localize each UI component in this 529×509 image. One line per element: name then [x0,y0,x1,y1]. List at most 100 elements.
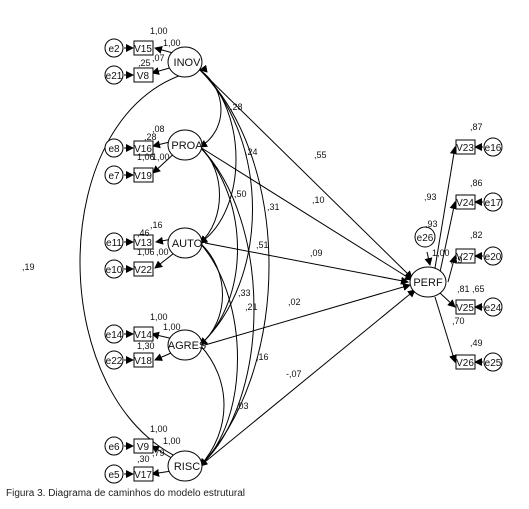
label-e16: e16 [485,143,502,154]
label-v23: V23 [456,143,474,154]
label-e5: e5 [108,470,120,481]
label-e25: e25 [485,358,502,369]
latent-auto [167,227,203,259]
corr-proa-risc [192,139,255,467]
label-e24: e24 [485,303,502,314]
label-e11: e11 [106,238,122,249]
est-inov-2: 1,00 [163,38,181,48]
label-e10: e10 [106,265,123,276]
label-e7: e7 [108,171,120,182]
error-e17 [483,192,503,212]
est-auto-4: ,00 [156,247,169,257]
est-perf-line: ,70 [452,316,465,326]
corr-auto-risc [192,235,238,467]
indicator-v23 [455,139,476,155]
est-auto-3: 1,06 [137,247,155,257]
error-e20 [483,246,503,266]
label-v27: V27 [456,252,474,263]
path-label-agres: ,02 [288,297,301,307]
error-e25 [483,352,503,372]
label-agres: AGRES [168,340,207,352]
est-perf-v23: ,87 [470,122,483,132]
indicator-v24 [455,194,476,210]
est-perf-v24: ,86 [470,178,483,188]
label-e20: e20 [485,252,502,263]
path-inov-perf [199,69,413,279]
error-e14 [104,324,124,344]
indicator-v16 [133,140,154,156]
label-e14: e14 [106,330,123,341]
est-inov-4: ,25 [138,58,151,68]
corr-proa-auto [192,139,220,244]
path-auto-perf [204,242,409,285]
label-proa: PROA [171,140,203,152]
est-perf-v27: ,82 [470,230,483,240]
est-inov-1: 1,00 [150,26,168,36]
corr-inov-auto [192,62,237,244]
error-e16 [483,137,503,157]
indicator-v9 [133,438,154,454]
error-e5 [104,464,124,484]
corr-label-7: ,16 [256,352,269,362]
label-e22: e22 [106,356,123,367]
est-perf-v26: ,49 [470,338,483,348]
est-perf-4: ,39 [450,255,463,265]
indicator-v25 [455,299,476,315]
corr-inov-risc [79,64,208,468]
est-agres-1: 1,00 [150,312,168,322]
indicator-v8 [133,67,154,83]
corr-label-3: ,31 [267,202,280,212]
path-label-risc: -,07 [286,369,302,379]
indicator-v22 [133,261,154,277]
corr-label-4: ,51 [256,240,269,250]
corr-auto-agres [192,235,223,346]
label-auto: AUTO [172,238,203,250]
latent-perf [409,266,447,298]
latent-agres [167,329,203,361]
corr-label-6: ,21 [245,302,258,312]
path-risc-perf [199,289,416,467]
error-e10 [104,259,124,279]
label-v25: V25 [456,303,474,314]
label-v16: V16 [134,144,152,155]
est-inov-3: ,07 [152,53,165,63]
label-e26: e26 [417,233,434,244]
error-e26 [414,226,436,248]
est-perf-3: 1,00 [432,248,450,258]
label-v9: V9 [137,442,150,453]
indicator-v13 [133,234,154,250]
label-v26: V26 [456,358,474,369]
path-proa-perf [199,146,413,281]
est-risc-1: 1,00 [150,424,168,434]
error-e7 [104,165,124,185]
label-e21: e21 [106,71,123,82]
est-agres-2: 1,00 [163,322,181,332]
label-v19: V19 [134,171,152,182]
label-v18: V18 [134,356,152,367]
label-e6: e6 [108,442,120,453]
error-e21 [104,65,124,85]
corr-label-8: ,03 [236,401,249,411]
est-perf-2: ,93 [425,219,438,229]
corr-inov-risc-right [192,62,270,467]
error-e8 [104,138,124,158]
est-proa-4: 1,06 [137,152,155,162]
latent-inov [167,46,203,78]
est-risc-4: ,79 [152,448,165,458]
corr-label-inov-risc: ,19 [22,262,35,272]
corr-inov-agres [192,62,253,346]
label-e17: e17 [485,198,502,209]
corr-label-inov-proa: ,28 [230,102,243,112]
label-v17: V17 [134,470,152,481]
est-proa-3: 1,00 [152,152,170,162]
label-v8: V8 [137,71,150,82]
error-e2 [104,38,124,58]
est-risc-3: ,30 [137,454,150,464]
indicator-v19 [133,167,154,183]
est-proa-1: ,08 [152,124,165,134]
indicator-v18 [133,352,154,368]
label-v24: V24 [456,198,474,209]
corr-label-5: ,33 [238,288,251,298]
